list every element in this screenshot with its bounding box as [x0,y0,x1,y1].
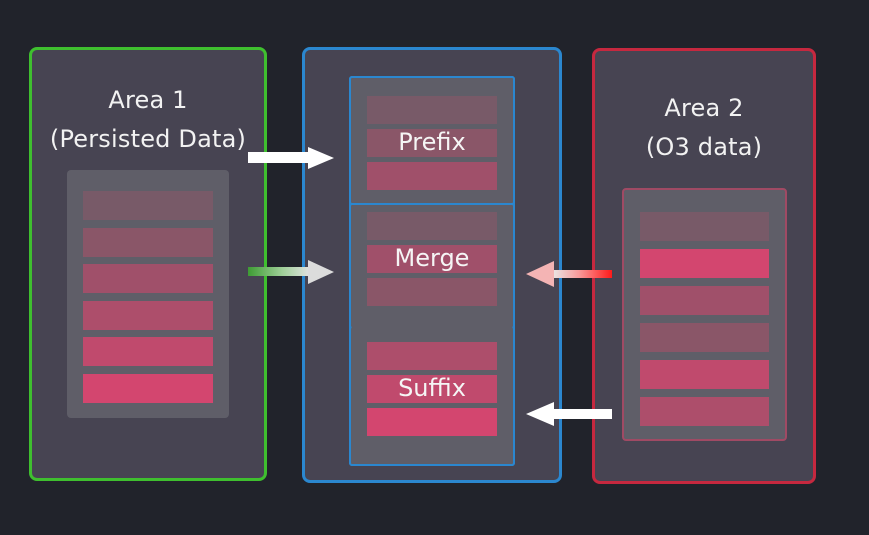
arrow-area2-to-merge [526,261,612,287]
prefix-bar [367,129,497,157]
suffix-section: Suffix [349,327,515,466]
area2-data-stack [622,188,787,441]
merge-column: Prefix Merge Suffix [349,76,515,466]
area1-panel: Area 1 (Persisted Data) [29,47,267,481]
suffix-bar [367,408,497,436]
suffix-bar [367,342,497,370]
arrow-area1-to-prefix [248,147,334,169]
merge-panel: Prefix Merge Suffix [302,47,562,483]
area1-title-line2: (Persisted Data) [49,125,247,153]
area1-bar [83,373,213,403]
area1-bar [83,337,213,366]
merge-bar [367,212,497,240]
area2-bar [640,397,769,426]
prefix-section: Prefix [349,76,515,205]
suffix-bar [367,375,497,403]
area2-panel: Area 2 (O3 data) [592,48,816,484]
area1-data-stack [67,170,229,418]
area1-title-line1: Area 1 [108,86,188,114]
area2-title-line1: Area 2 [664,94,744,122]
area2-bar [640,323,769,352]
area1-title: Area 1 (Persisted Data) [32,81,264,159]
merge-bar [367,278,497,306]
prefix-bar [367,162,497,190]
area2-bar [640,249,769,278]
area1-bar [83,227,213,257]
area1-bar [83,264,213,293]
area2-title: Area 2 (O3 data) [595,89,813,167]
area2-bar [640,212,769,241]
arrow-area2-to-suffix [526,402,612,426]
merge-label: Merge [394,244,470,272]
suffix-label: Suffix [398,374,466,402]
prefix-bar [367,96,497,124]
area1-bar [83,191,213,220]
area1-bar [83,300,213,330]
area2-title-line2: (O3 data) [645,133,763,161]
area2-bar [640,286,769,315]
prefix-label: Prefix [398,128,466,156]
area2-bar [640,360,769,389]
arrow-area1-to-merge [248,260,334,284]
merge-section: Merge [349,203,515,329]
merge-bar [367,245,497,273]
